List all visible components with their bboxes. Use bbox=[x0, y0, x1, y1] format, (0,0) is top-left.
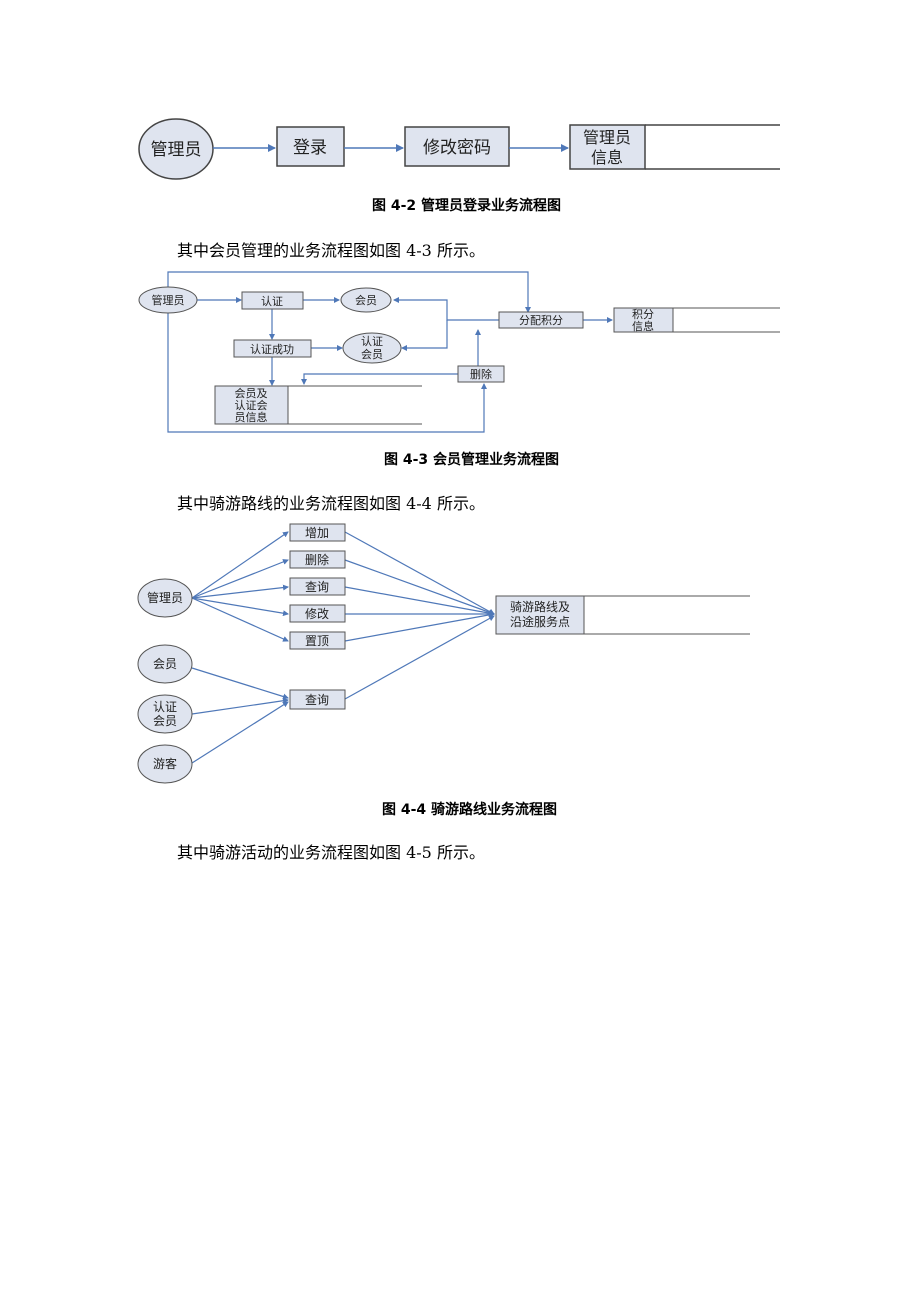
figure-4-3: 管理员 认证 会员 认证成功 认证 会员 分配积分 积分 信息 删除 会员及 认… bbox=[138, 271, 780, 433]
fig42-admin-info-store: 管理员 信息 bbox=[569, 124, 780, 170]
fig43-cert-member-line2: 会员 bbox=[361, 348, 383, 361]
fig42-change-password-box bbox=[404, 126, 510, 167]
fig44-arrow-admin-modify bbox=[191, 597, 289, 617]
fig43-points-info-store: 积分 信息 bbox=[613, 307, 780, 333]
fig43-line-assign-member bbox=[393, 297, 499, 321]
fig43-assign-points-label: 分配积分 bbox=[519, 314, 563, 327]
fig43-member-info-store: 会员及 认证会 员信息 bbox=[214, 385, 422, 425]
fig43-cert-member-line1: 认证 bbox=[361, 335, 383, 348]
fig43-certify-success-label: 认证成功 bbox=[250, 343, 294, 356]
fig44-arrow-certmember-query bbox=[191, 697, 289, 715]
fig44-arrow-member-query bbox=[191, 667, 289, 700]
paragraph-fig-4-5-intro: 其中骑游活动的业务流程图如图 4-5 所示。 bbox=[177, 843, 485, 862]
fig43-line-delete-store bbox=[301, 373, 458, 385]
fig44-query2-label: 查询 bbox=[305, 693, 329, 707]
fig44-arrow-delete-store bbox=[344, 559, 495, 616]
fig44-arrow-query2-store bbox=[344, 615, 495, 700]
fig42-login-label: 登录 bbox=[293, 138, 327, 158]
fig42-admin-node bbox=[138, 118, 214, 180]
fig44-arrow-admin-add bbox=[191, 531, 289, 599]
fig44-top-label: 置顶 bbox=[305, 634, 329, 648]
fig44-arrow-admin-top bbox=[191, 597, 289, 642]
fig43-admin-label: 管理员 bbox=[152, 293, 185, 307]
fig44-arrow-visitor-query bbox=[191, 701, 289, 764]
fig43-member-label: 会员 bbox=[355, 294, 377, 307]
fig44-arrow-top-store bbox=[344, 611, 495, 642]
fig44-top-box bbox=[289, 631, 346, 650]
fig42-login-box bbox=[276, 126, 345, 167]
fig44-add-label: 增加 bbox=[305, 526, 329, 540]
fig42-admin-label: 管理员 bbox=[151, 140, 202, 160]
fig43-points-store-line1: 积分 bbox=[632, 308, 654, 321]
fig43-certify-box bbox=[241, 291, 304, 310]
fig44-delete-box bbox=[289, 550, 346, 569]
fig44-modify-label: 修改 bbox=[305, 606, 329, 621]
fig43-delete-label: 删除 bbox=[470, 367, 492, 381]
fig44-delete-label: 删除 bbox=[305, 552, 329, 567]
fig43-certify-label: 认证 bbox=[261, 295, 283, 308]
fig42-change-password-label: 修改密码 bbox=[423, 138, 491, 158]
fig43-certify-success-box bbox=[233, 339, 312, 358]
paragraph-fig-4-3-intro: 其中会员管理的业务流程图如图 4-3 所示。 bbox=[177, 241, 485, 260]
fig44-visitor-node bbox=[137, 744, 193, 784]
fig44-arrow-query-store bbox=[344, 586, 495, 617]
fig43-line-admin-top-loop bbox=[167, 271, 531, 313]
fig43-member-store-line3: 员信息 bbox=[235, 410, 268, 424]
figure-4-4: 管理员 增加 删除 查询 修改 置顶 会员 认证 会员 游客 查询 骑游路线及 … bbox=[137, 523, 750, 784]
fig43-member-store-line1: 会员及 bbox=[235, 387, 268, 400]
figure-4-3-caption: 图 4-3 会员管理业务流程图 bbox=[384, 452, 560, 468]
fig44-route-store: 骑游路线及 沿途服务点 bbox=[495, 595, 750, 635]
fig44-admin-node bbox=[137, 578, 193, 618]
figure-4-2-caption: 图 4-2 管理员登录业务流程图 bbox=[372, 198, 562, 214]
fig43-line-assign-certmember bbox=[401, 320, 448, 351]
fig44-visitor-label: 游客 bbox=[153, 756, 177, 771]
fig44-admin-label: 管理员 bbox=[147, 590, 183, 605]
fig43-line-admin-bottom-loop bbox=[167, 312, 487, 433]
fig44-modify-box bbox=[289, 604, 346, 623]
fig43-admin-node bbox=[138, 286, 198, 314]
fig43-member-store-line2: 认证会 bbox=[235, 399, 268, 412]
fig44-query2-box bbox=[289, 689, 346, 710]
fig44-member-node bbox=[137, 644, 193, 684]
fig42-store-line2: 信息 bbox=[591, 148, 623, 167]
fig43-member-node bbox=[340, 287, 392, 313]
figure-4-2: 管理员 登录 修改密码 管理员 信息 bbox=[138, 118, 780, 180]
fig43-delete-box bbox=[457, 365, 505, 383]
fig44-cert-member-node bbox=[137, 694, 193, 734]
fig44-arrow-admin-query bbox=[191, 584, 289, 599]
fig43-points-store-line2: 信息 bbox=[632, 319, 654, 333]
fig44-cert-member-line2: 会员 bbox=[153, 714, 177, 728]
fig44-arrow-add-store bbox=[344, 531, 495, 615]
fig44-cert-member-line1: 认证 bbox=[153, 700, 177, 714]
fig43-assign-points-box bbox=[498, 311, 584, 329]
fig44-store-line1: 骑游路线及 bbox=[510, 599, 570, 614]
figure-4-4-caption: 图 4-4 骑游路线业务流程图 bbox=[382, 802, 558, 818]
paragraph-fig-4-4-intro: 其中骑游路线的业务流程图如图 4-4 所示。 bbox=[177, 494, 485, 513]
fig44-add-box bbox=[289, 523, 346, 542]
fig44-query-label: 查询 bbox=[305, 580, 329, 594]
fig44-store-line2: 沿途服务点 bbox=[510, 614, 570, 629]
fig43-cert-member-node bbox=[342, 332, 402, 364]
fig42-store-line1: 管理员 bbox=[583, 128, 631, 147]
fig44-member-label: 会员 bbox=[153, 657, 177, 671]
fig44-arrow-admin-delete bbox=[191, 559, 289, 599]
fig44-query-box bbox=[289, 577, 346, 596]
